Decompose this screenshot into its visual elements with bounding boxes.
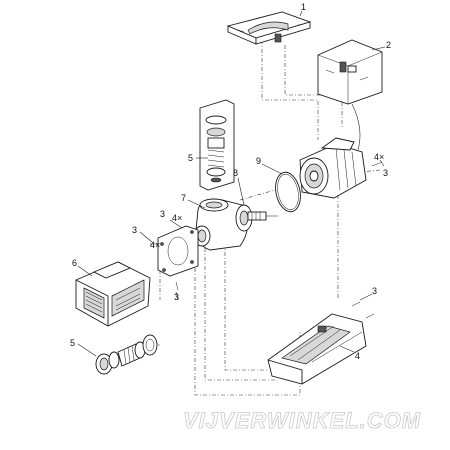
- callout-4: 4: [355, 351, 360, 361]
- part-5-lower-hose-connector: [77, 334, 158, 375]
- callout-qty-left: 4×: [150, 240, 160, 250]
- part-4-base-stand: [267, 293, 375, 385]
- flange-plate: [139, 219, 199, 301]
- callout-6: 6: [72, 258, 77, 268]
- part-6-filter-basket: [75, 261, 151, 327]
- callout-3-base: 3: [372, 286, 377, 296]
- callout-qty-mid: 4×: [172, 213, 182, 223]
- part-1-handle: [226, 10, 312, 45]
- callout-3-flange-top: 3: [160, 209, 165, 219]
- callout-2: 2: [386, 40, 391, 50]
- callout-5-lower: 5: [70, 338, 75, 348]
- callout-7: 7: [181, 193, 186, 203]
- callout-labels: 1 2 4× 3 5 9 8 7 3 4× 3 4× 6 3 3 5 4: [70, 2, 391, 361]
- callout-5-upper: 5: [188, 153, 193, 163]
- part-9-o-ring: [261, 163, 301, 213]
- callout-1: 1: [301, 2, 306, 12]
- callout-9: 9: [256, 156, 261, 166]
- callout-3-flange-bottom: 3: [174, 292, 179, 302]
- callout-qty-top: 4×: [374, 152, 384, 162]
- callout-3-flange-left: 3: [132, 225, 137, 235]
- callout-3-motor: 3: [383, 168, 388, 178]
- part-8-impeller: [235, 177, 278, 232]
- watermark: VIJVERWINKEL.COM: [183, 408, 421, 433]
- motor-unit: [299, 137, 385, 199]
- callout-8: 8: [233, 168, 238, 178]
- part-5-upper-valve-stack: [196, 99, 235, 191]
- part-2-cable-clip: [317, 39, 386, 151]
